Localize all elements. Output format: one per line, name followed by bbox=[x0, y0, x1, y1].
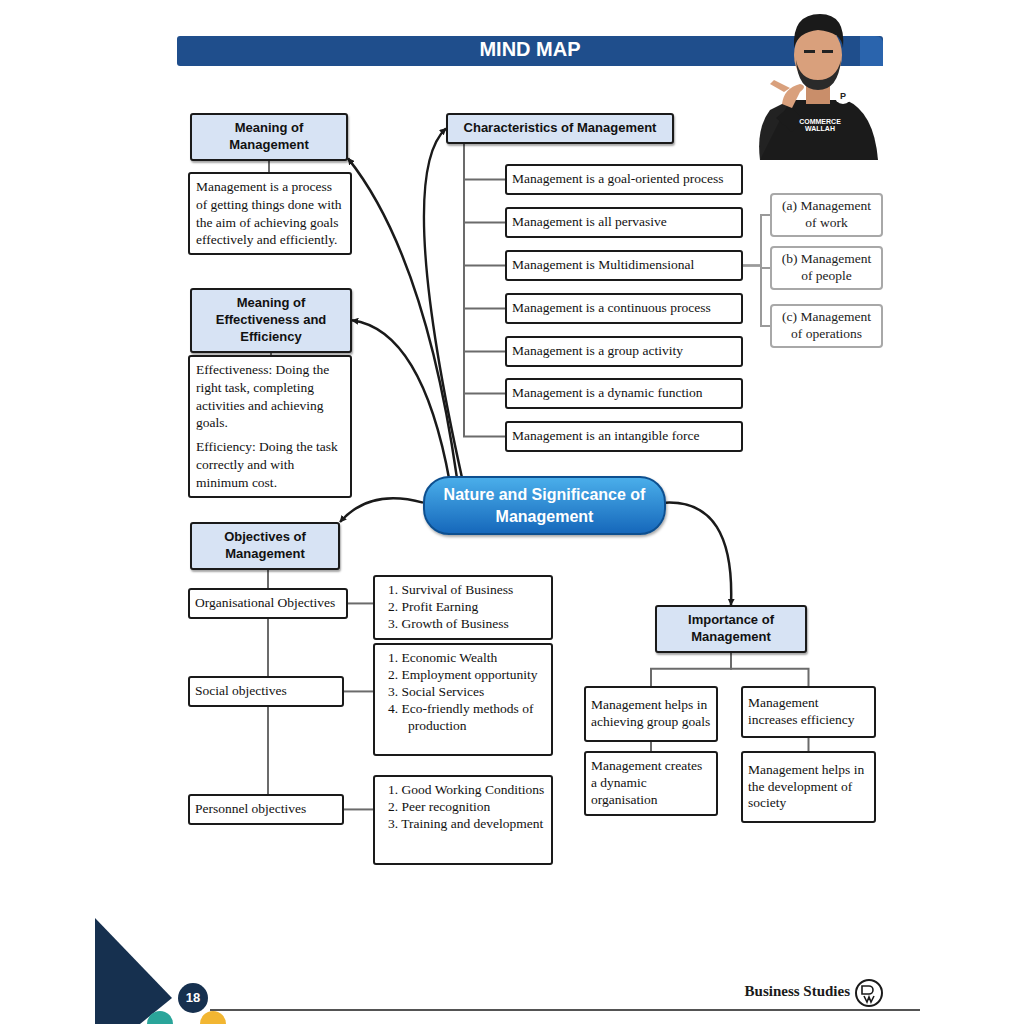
node-text: 2. Employment opportunity bbox=[380, 667, 546, 684]
book-name: Business Studies bbox=[700, 983, 850, 1000]
node-text: Management is a group activity bbox=[512, 343, 736, 360]
characteristic-box: Management is a continuous process bbox=[505, 293, 743, 324]
page-number: 18 bbox=[178, 990, 208, 1005]
node-text: (b) Management of people bbox=[778, 251, 875, 285]
list-box: 1. Good Working Conditions2. Peer recogn… bbox=[373, 775, 553, 865]
node-text: Meaning of Effectiveness and Efficiency bbox=[198, 295, 344, 346]
importance-box: Management increases efficiency bbox=[741, 686, 876, 738]
central-topic: Nature and Significance of Management bbox=[423, 476, 666, 535]
node-text: Management is all pervasive bbox=[512, 214, 736, 231]
branch-arrow bbox=[348, 158, 457, 478]
node-text: Management helps in achieving group goal… bbox=[591, 697, 711, 731]
dimension-box: (c) Management of operations bbox=[770, 304, 883, 348]
definition-box: Effectiveness: Doing the right task, com… bbox=[188, 355, 352, 498]
title-text: MIND MAP bbox=[177, 38, 883, 61]
node-text: 1. Good Working Conditions bbox=[380, 782, 546, 799]
characteristic-box: Management is Multidimensional bbox=[505, 250, 743, 281]
tree-connector bbox=[267, 707, 269, 794]
node-text: Efficiency: Doing the task correctly and… bbox=[196, 438, 344, 491]
node-text: Management is an intangible force bbox=[512, 428, 736, 445]
tree-connector bbox=[344, 808, 373, 810]
node-text: (a) Management of work bbox=[778, 198, 875, 232]
importance-box: Management helps in the development of s… bbox=[741, 751, 876, 823]
node-text: Management is a process of getting thing… bbox=[196, 178, 344, 249]
tree-connector bbox=[464, 144, 505, 394]
title-band bbox=[177, 36, 883, 66]
node-text: Management is a continuous process bbox=[512, 300, 736, 317]
node-text: Management increases efficiency bbox=[748, 695, 869, 729]
heading-box: Objectives of Management bbox=[190, 522, 340, 570]
tree-connector bbox=[731, 653, 809, 686]
branch-arrow bbox=[666, 503, 731, 605]
node-text: 1. Economic Wealth bbox=[380, 650, 546, 667]
node-text: 3. Social Services bbox=[380, 684, 546, 701]
objective-box: Personnel objectives bbox=[188, 794, 344, 825]
node-text: Effectiveness: Doing the right task, com… bbox=[196, 361, 344, 432]
node-text: Meaning of Management bbox=[198, 120, 340, 154]
importance-box: Management helps in achieving group goal… bbox=[584, 686, 718, 742]
node-text: 3. Growth of Business bbox=[380, 616, 546, 633]
tree-connector bbox=[348, 602, 373, 604]
tree-connector bbox=[464, 144, 505, 180]
tree-connector bbox=[743, 265, 770, 325]
tree-connector bbox=[267, 619, 269, 676]
tree-connector bbox=[268, 161, 270, 172]
tree-connector bbox=[743, 215, 770, 266]
node-text: Management creates a dynamic organisatio… bbox=[591, 758, 711, 809]
node-text: Management is a goal-oriented process bbox=[512, 171, 736, 188]
dimension-box: (b) Management of people bbox=[770, 246, 883, 290]
tree-connector bbox=[464, 144, 505, 352]
importance-box: Management creates a dynamic organisatio… bbox=[584, 751, 718, 816]
heading-box: Meaning of Management bbox=[190, 113, 348, 161]
node-text: Organisational Objectives bbox=[195, 595, 341, 612]
characteristic-box: Management is a dynamic function bbox=[505, 378, 743, 409]
list-box: 1. Economic Wealth2. Employment opportun… bbox=[373, 643, 553, 756]
objective-box: Social objectives bbox=[188, 676, 344, 707]
list-box: 1. Survival of Business2. Profit Earning… bbox=[373, 575, 553, 640]
branch-arrow bbox=[424, 128, 462, 477]
characteristic-box: Management is all pervasive bbox=[505, 207, 743, 238]
heading-box: Meaning of Effectiveness and Efficiency bbox=[190, 288, 352, 353]
title-band-end bbox=[860, 36, 883, 66]
tree-connector bbox=[464, 144, 505, 437]
node-text: Nature and Significance of Management bbox=[435, 484, 654, 527]
definition-box: Management is a process of getting thing… bbox=[188, 172, 352, 255]
characteristic-box: Management is an intangible force bbox=[505, 421, 743, 452]
heading-box: Characteristics of Management bbox=[446, 113, 674, 144]
node-text: Management helps in the development of s… bbox=[748, 762, 869, 813]
svg-text:P: P bbox=[840, 91, 846, 101]
shirt-logo-text: COMMERCE WALLAH bbox=[790, 118, 850, 132]
branch-arrow bbox=[340, 498, 423, 522]
node-text: Characteristics of Management bbox=[454, 120, 666, 137]
tree-connector bbox=[464, 144, 505, 223]
tree-connector bbox=[650, 742, 652, 751]
node-text: Personnel objectives bbox=[195, 801, 337, 818]
node-text: 2. Peer recognition bbox=[380, 799, 546, 816]
node-text: 4. Eco-friendly methods of production bbox=[380, 701, 546, 735]
node-text: Management is a dynamic function bbox=[512, 385, 736, 402]
node-text: 1. Survival of Business bbox=[380, 582, 546, 599]
tree-connector bbox=[267, 570, 269, 588]
characteristic-box: Management is a goal-oriented process bbox=[505, 164, 743, 195]
objective-box: Organisational Objectives bbox=[188, 588, 348, 619]
node-text: Objectives of Management bbox=[198, 529, 332, 563]
presenter-figure: P bbox=[759, 14, 878, 160]
tree-connector bbox=[464, 144, 505, 266]
page-footer bbox=[95, 918, 920, 1024]
tree-connector bbox=[651, 653, 731, 686]
tree-connector bbox=[344, 690, 373, 692]
dimension-box: (a) Management of work bbox=[770, 193, 883, 237]
heading-box: Importance of Management bbox=[655, 605, 807, 653]
node-text: Importance of Management bbox=[663, 612, 799, 646]
node-text: 3. Training and development bbox=[380, 816, 546, 833]
tree-connector bbox=[808, 738, 810, 751]
node-text: Social objectives bbox=[195, 683, 337, 700]
node-text: 2. Profit Earning bbox=[380, 599, 546, 616]
node-text: Management is Multidimensional bbox=[512, 257, 736, 274]
tree-connector bbox=[464, 144, 505, 309]
characteristic-box: Management is a group activity bbox=[505, 336, 743, 367]
node-text: (c) Management of operations bbox=[778, 309, 875, 343]
